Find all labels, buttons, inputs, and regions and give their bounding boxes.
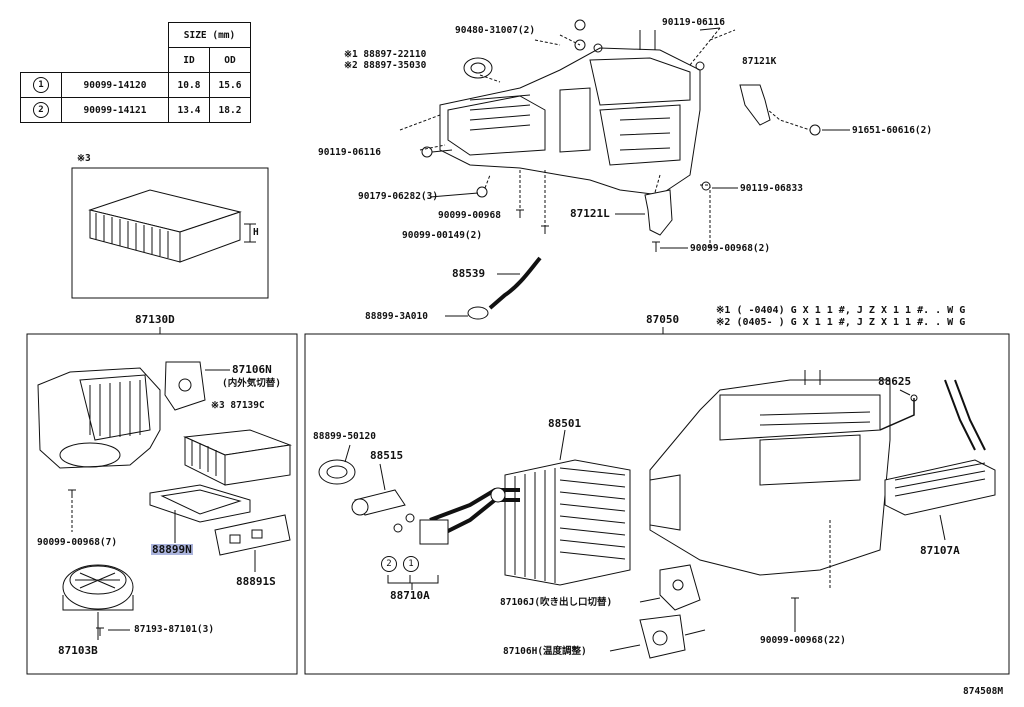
bracket-87121l <box>644 189 673 236</box>
part-label[interactable]: 88501 <box>548 417 582 430</box>
part-label[interactable]: 90179-06282(3) <box>358 191 439 202</box>
heater-core-87107a <box>884 379 996 516</box>
note-1-mark: ※1 <box>716 305 731 316</box>
od-cell: 18.2 <box>209 97 251 123</box>
part-label[interactable]: 90099-00968(22) <box>760 635 846 646</box>
part-label[interactable]: 87193-87101(3) <box>134 624 215 635</box>
sensor-88899-50120 <box>318 459 356 485</box>
group-label[interactable]: 87130D <box>135 313 175 326</box>
part-label[interactable]: 88625 <box>878 375 912 388</box>
expansion-valve-88515 <box>351 489 406 516</box>
part-label[interactable]: 90119-06833 <box>740 183 803 194</box>
sensor-88625 <box>879 394 918 431</box>
bracket-87121k <box>739 84 771 126</box>
servo-87106j <box>659 564 701 611</box>
servo-87106h <box>639 614 706 659</box>
part-label[interactable]: 88515 <box>370 449 404 462</box>
part-label[interactable]: 88710A <box>390 589 430 602</box>
part-label[interactable]: 88891S <box>236 575 276 588</box>
circled-number: 1 <box>403 556 419 572</box>
part-label-highlighted[interactable]: 88899N <box>151 543 193 556</box>
circled-number: 2 <box>33 102 49 118</box>
note-1-range: ( -0404) <box>736 305 785 316</box>
part-label[interactable]: 88899-50120 <box>313 431 376 442</box>
part-label[interactable]: 87106J(吹き出し口切替) <box>500 597 613 608</box>
heater-unit-87050 <box>649 370 891 576</box>
part-number-cell: 90099-14121 <box>61 97 169 123</box>
part-label[interactable]: 90119-06116 <box>662 17 725 28</box>
part-label[interactable]: 90099-00968(2) <box>690 243 771 254</box>
unit-group-box <box>304 333 1010 675</box>
part-label[interactable]: 87106N <box>232 363 272 376</box>
blower-motor-87103b <box>62 564 134 611</box>
note-2-range: (0405- ) <box>736 317 785 328</box>
part-label[interactable]: 87107A <box>920 544 960 557</box>
cover-88891s <box>214 514 291 556</box>
group-label[interactable]: 87050 <box>646 313 680 326</box>
part-label[interactable]: 88899-3A010 <box>365 311 428 322</box>
part-number-cell: 90099-14120 <box>61 72 169 98</box>
part-label[interactable]: 87121K <box>742 56 777 67</box>
servo-motor-87106n <box>164 361 206 411</box>
diagram-number: 874508M <box>963 686 1004 697</box>
note-2-models: G X 1 1 #, J Z X 1 1 #. . W G <box>790 317 966 328</box>
part-label[interactable]: ※3 87139C <box>211 400 265 411</box>
heater-unit-assembly-top <box>439 30 701 196</box>
part-label[interactable]: 90480-31007(2) <box>455 25 536 36</box>
piping-88710a <box>419 487 520 545</box>
circled-number: 2 <box>381 556 397 572</box>
part-label[interactable]: 90099-00149(2) <box>402 230 483 241</box>
part-label[interactable]: 88539 <box>452 267 486 280</box>
part-label[interactable]: 87103B <box>58 644 98 657</box>
part-label[interactable]: 87106H(温度調整) <box>503 646 587 657</box>
part-label[interactable]: 90099-00968(7) <box>37 537 118 548</box>
part-label[interactable]: 87121L <box>570 207 610 220</box>
evaporator-88501 <box>504 459 631 586</box>
part-label[interactable]: 90099-00968 <box>438 210 501 221</box>
part-label[interactable]: 90119-06116 <box>318 147 381 158</box>
filter-87139c <box>183 429 292 486</box>
note-1: ※1 ( -0404) G X 1 1 #, J Z X 1 1 #. . W … <box>716 305 965 316</box>
id-cell: 13.4 <box>168 97 210 123</box>
part-label[interactable]: ※2 88897-35030 <box>344 60 427 71</box>
part-label[interactable]: 91651-60616(2) <box>852 125 933 136</box>
table-row: 1 90099-14120 10.8 15.6 <box>20 72 251 98</box>
filter-note-mark: ※3 <box>77 153 91 164</box>
filter-detail-box <box>71 167 269 299</box>
filter-frame-88899n <box>149 484 251 523</box>
part-label[interactable]: ※1 88897-22110 <box>344 49 427 60</box>
id-cell: 10.8 <box>168 72 210 98</box>
table-row: 2 90099-14121 13.4 18.2 <box>20 97 251 123</box>
size-table: SIZE (mm) ID OD 1 90099-14120 10.8 15.6 … <box>20 22 251 123</box>
blower-case <box>37 367 161 469</box>
note-1-models: G X 1 1 #, J Z X 1 1 #. . W G <box>790 305 966 316</box>
part-sub-label: (内外気切替) <box>222 378 281 389</box>
filter-dim-label: H <box>253 227 259 238</box>
note-2: ※2 (0405- ) G X 1 1 #, J Z X 1 1 #. . W … <box>716 317 965 328</box>
note-2-mark: ※2 <box>716 317 731 328</box>
blower-group-box <box>26 333 298 675</box>
filter-element-icon <box>88 189 256 263</box>
circled-number: 1 <box>33 77 49 93</box>
